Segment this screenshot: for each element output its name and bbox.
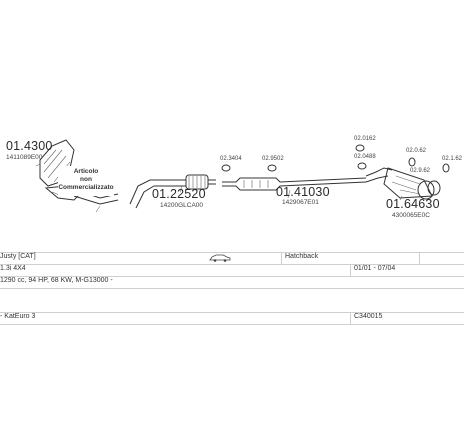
vehicle-body: Hatchback (285, 253, 319, 260)
part-code-4: 4300065E0C (392, 212, 430, 219)
info-row-spec: 1290 cc, 94 HP, 68 KW, M-G13000 - (0, 276, 464, 288)
catalogue-code: C340015 (354, 313, 383, 320)
info-row-empty (0, 288, 464, 312)
info-row-engine: 1.3i 4X4 01/01 - 07/04 (0, 264, 464, 276)
info-row-model: Justy [CAT] Hatchback (0, 252, 464, 264)
part-code-1: 1411089E00 (6, 154, 43, 161)
fitting-label-5[interactable]: 02.0.62 (406, 148, 427, 154)
info-row-catalyst: - KatEuro 3 C340015 (0, 312, 464, 324)
vehicle-spec: 1290 cc, 94 HP, 68 KW, M-G13000 - (0, 277, 113, 284)
vehicle-engine: 1.3i 4X4 (0, 265, 26, 272)
middle-pipe-part[interactable] (129, 174, 216, 209)
part-code-2: 14200GLCA00 (160, 202, 203, 209)
part-code-3: 1429067E01 (282, 199, 319, 206)
leader-lines (35, 163, 403, 213)
vehicle-catalyst: - KatEuro 3 (0, 313, 36, 320)
vehicle-model: Justy [CAT] (0, 253, 36, 260)
vehicle-info-table: Justy [CAT] Hatchback 1.3i 4X4 01/01 - 0… (0, 252, 464, 325)
fitting-label-7[interactable]: 02.1.62 (442, 156, 463, 162)
fitting-label-4[interactable]: 02.0488 (354, 154, 376, 160)
part-number-4[interactable]: 01.64630 (386, 197, 440, 211)
note-line-3: Commercializzato (58, 184, 113, 191)
fitting-label-6[interactable]: 02.9.62 (410, 168, 431, 174)
note-line-1: Articolo (74, 168, 99, 175)
part-number-1[interactable]: 01.4300 (6, 139, 53, 153)
center-silencer-part[interactable] (222, 177, 367, 191)
not-sold-note: Articolo non Commercializzato (58, 166, 114, 196)
note-line-2: non (80, 176, 92, 183)
fitting-label-1[interactable]: 02.3404 (220, 156, 242, 162)
clamp-icon (221, 144, 450, 173)
part-number-2[interactable]: 01.22520 (152, 187, 206, 201)
fitting-label-3[interactable]: 02.0162 (354, 136, 376, 142)
vehicle-years: 01/01 - 07/04 (354, 265, 396, 272)
car-icon (209, 253, 231, 264)
exhaust-diagram: Articolo non Commercializzato 01.4300 14… (6, 136, 463, 219)
rear-silencer-part[interactable] (365, 167, 441, 200)
part-number-3[interactable]: 01.41030 (276, 185, 330, 199)
fitting-label-2[interactable]: 02.9502 (262, 156, 284, 162)
